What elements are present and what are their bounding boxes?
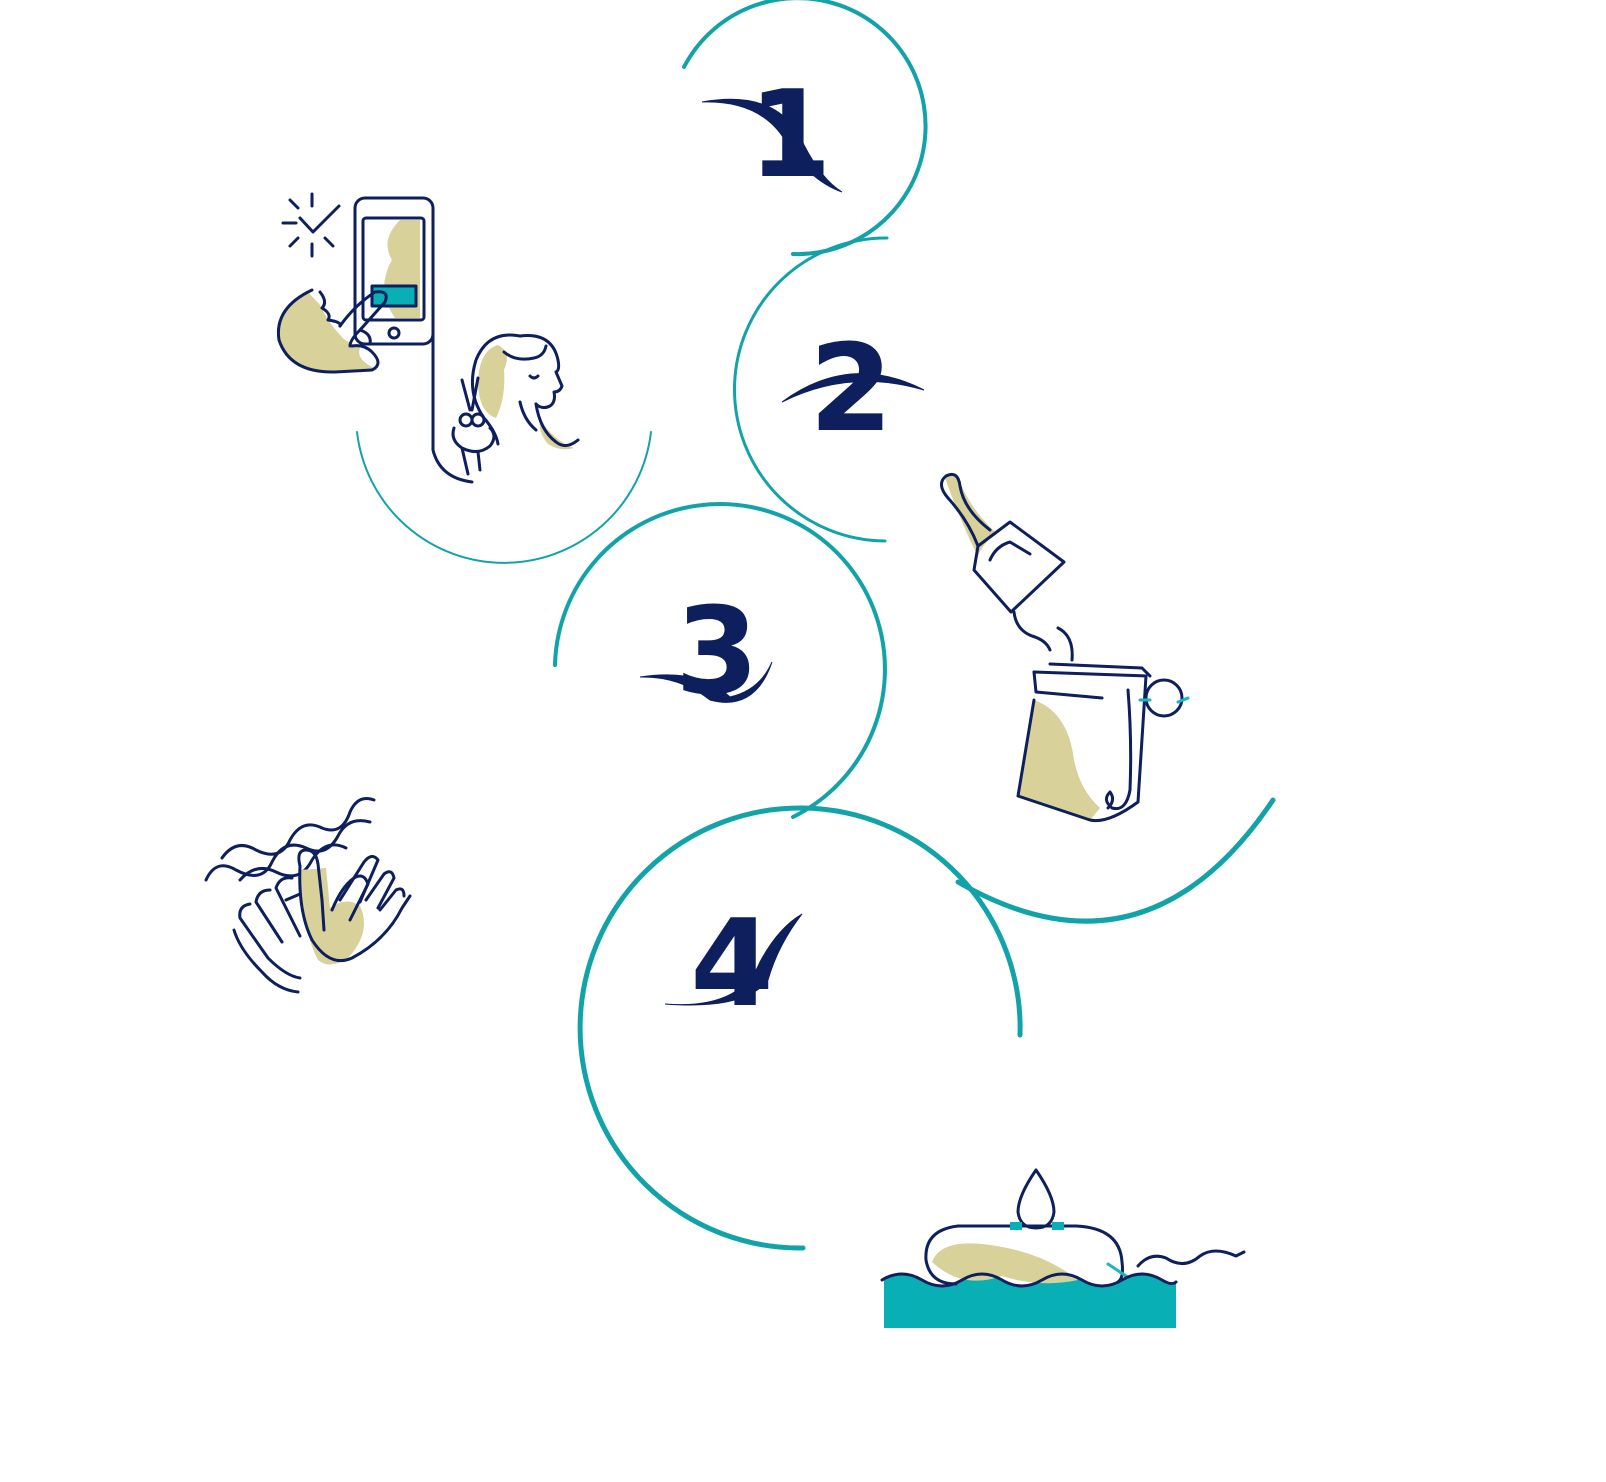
booking-button-icon bbox=[372, 286, 416, 306]
hands-wave-icon bbox=[204, 797, 412, 994]
swoosh-2 bbox=[781, 373, 925, 403]
scoop-pour-bag-icon bbox=[940, 472, 1190, 823]
ring-step-4 bbox=[577, 805, 1023, 1251]
phone-booking-haircut-icon bbox=[276, 192, 580, 484]
checkmark-sparkle-icon bbox=[281, 192, 341, 258]
water-surface-icon bbox=[880, 1272, 1178, 1288]
ring-step-1 bbox=[682, 0, 928, 257]
step-4: 4 bbox=[664, 895, 803, 1034]
pour-stream-icon bbox=[1012, 610, 1074, 662]
hands-icon bbox=[232, 848, 412, 994]
oil-boom-water-icon bbox=[880, 1168, 1246, 1328]
bag-icon bbox=[1016, 662, 1190, 823]
scoop-icon bbox=[940, 472, 1066, 614]
ring-step-3 bbox=[553, 502, 887, 819]
woman-face-icon bbox=[470, 333, 580, 450]
swoosh-1 bbox=[701, 98, 843, 193]
swoosh-4 bbox=[664, 913, 803, 1006]
swoosh-3 bbox=[639, 661, 773, 703]
water-drop-icon bbox=[1016, 1168, 1056, 1230]
recycle-icon bbox=[1144, 678, 1184, 718]
step-3: 3 bbox=[639, 583, 773, 722]
step-number-2: 2 bbox=[809, 320, 893, 459]
waves-icon bbox=[204, 797, 376, 882]
ring-step-2 bbox=[733, 236, 889, 543]
step-2: 2 bbox=[781, 320, 925, 459]
step-1: 1 bbox=[701, 66, 843, 205]
smartphone-icon bbox=[353, 196, 474, 484]
flow-rings bbox=[356, 0, 1276, 1251]
ring-step-3-left bbox=[356, 431, 652, 564]
boom-icon bbox=[924, 1224, 1124, 1286]
ring-step-2-lower bbox=[955, 797, 1276, 924]
scissors-hand-icon bbox=[451, 376, 496, 476]
pointing-hand-icon bbox=[276, 288, 388, 374]
